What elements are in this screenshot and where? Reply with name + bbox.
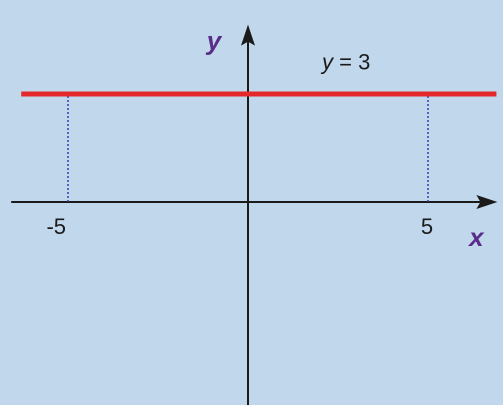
line-equation-label: y = 3 [320, 50, 370, 75]
tick-label-0: -5 [46, 214, 66, 239]
y-axis-arrow [241, 24, 255, 46]
x-axis-label: x [467, 222, 485, 252]
x-axis-arrow [476, 195, 498, 209]
tick-label-1: 5 [421, 214, 433, 239]
y-axis-label: y [205, 26, 223, 56]
